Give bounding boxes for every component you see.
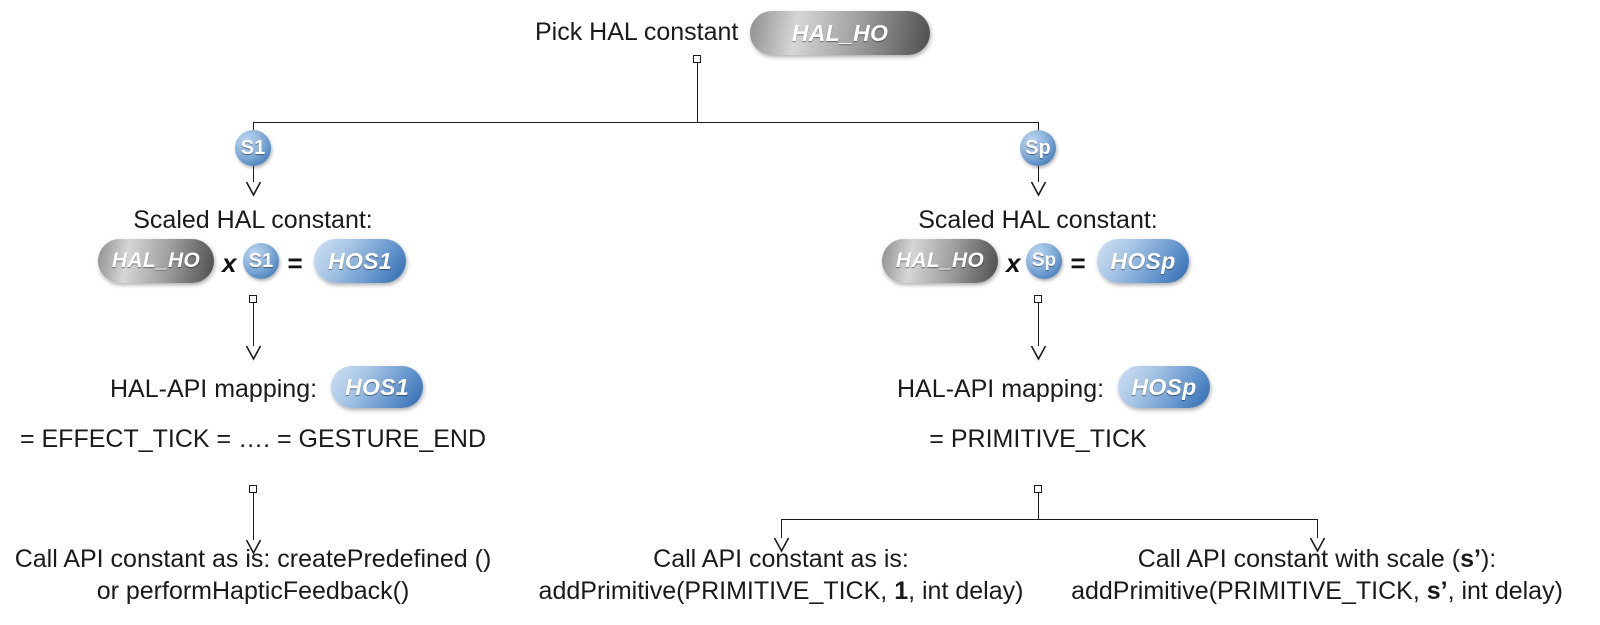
connector-right-leaf1-drop bbox=[781, 519, 782, 541]
right-leaf2-line2-bold: s’ bbox=[1426, 577, 1448, 605]
left-result-hos1[interactable]: HOS1 bbox=[314, 239, 406, 283]
right-scaled-caption: Scaled HAL constant: bbox=[918, 206, 1158, 234]
right-leaf2-line2: addPrimitive(PRIMITIVE_TICK, s’, int del… bbox=[1071, 575, 1563, 607]
right-leaf1-line1: Call API constant as is: bbox=[653, 545, 909, 573]
right-leaf2-line2-pre: addPrimitive(PRIMITIVE_TICK, bbox=[1071, 577, 1427, 605]
scale-badge-sp[interactable]: Sp bbox=[1020, 130, 1056, 166]
arrowhead-left-scaled-to-mapping bbox=[245, 345, 262, 361]
right-leaf2-line1-post: ): bbox=[1480, 545, 1497, 573]
arrowhead-sp-to-scaled bbox=[1030, 181, 1047, 197]
left-leaf-line2: or performHapticFeedback() bbox=[96, 577, 410, 605]
connector-source-marker-root bbox=[693, 55, 701, 63]
pick-hal-constant-label: Pick HAL constant bbox=[535, 18, 739, 46]
connector-s1-to-scaled bbox=[253, 166, 254, 185]
arrowhead-right-scaled-to-mapping bbox=[1030, 345, 1047, 361]
right-mapping-pill-hosp[interactable]: HOSp bbox=[1118, 366, 1210, 408]
left-leaf-line1: Call API constant as is: createPredefine… bbox=[14, 545, 492, 573]
right-leaf1-line2-bold: 1 bbox=[894, 577, 909, 605]
connector-source-marker-right-mapping bbox=[1034, 295, 1042, 303]
connector-right-leaf2-drop bbox=[1317, 519, 1318, 541]
right-mapping-expansion: = PRIMITIVE_TICK bbox=[929, 425, 1147, 453]
connector-left-mapping-to-leaf bbox=[253, 493, 254, 543]
right-result-hosp[interactable]: HOSp bbox=[1097, 239, 1189, 283]
right-leaf2-line1-bold: s’ bbox=[1460, 545, 1481, 573]
right-leaf2-line1: Call API constant with scale (s’): bbox=[1138, 543, 1497, 575]
connector-source-marker-left-mapping bbox=[249, 295, 257, 303]
connector-source-marker-left-leaf bbox=[249, 485, 257, 493]
arrowhead-s1-to-scaled bbox=[245, 181, 262, 197]
arrowhead-left-mapping-to-leaf bbox=[245, 539, 262, 555]
arrowhead-right-leaf2 bbox=[1309, 537, 1326, 553]
right-leaf1-line2-pre: addPrimitive(PRIMITIVE_TICK, bbox=[538, 577, 895, 605]
connector-source-marker-right-leaves bbox=[1034, 485, 1042, 493]
right-operand-sp[interactable]: Sp bbox=[1026, 243, 1062, 279]
left-operand-hal-ho[interactable]: HAL_HO bbox=[98, 239, 214, 283]
left-equals-operator: = bbox=[287, 248, 303, 278]
connector-right-scaled-to-mapping bbox=[1038, 303, 1039, 349]
left-scaled-caption: Scaled HAL constant: bbox=[133, 206, 373, 234]
left-mapping-pill-hos1[interactable]: HOS1 bbox=[331, 366, 423, 408]
scale-badge-s1[interactable]: S1 bbox=[235, 130, 271, 166]
right-leaf1-line2-post: , int delay) bbox=[908, 577, 1024, 605]
right-operand-hal-ho[interactable]: HAL_HO bbox=[882, 239, 998, 283]
connector-root-stem bbox=[697, 63, 698, 122]
left-multiply-operator: x bbox=[222, 248, 237, 278]
left-mapping-expansion: = EFFECT_TICK = …. = GESTURE_END bbox=[19, 425, 487, 453]
left-operand-s1[interactable]: S1 bbox=[243, 243, 279, 279]
connector-left-scaled-to-mapping bbox=[253, 303, 254, 349]
pill-hal-ho-root[interactable]: HAL_HO bbox=[750, 11, 930, 55]
connector-right-leaves-bus bbox=[781, 519, 1317, 520]
connector-right-leaves-stem bbox=[1038, 493, 1039, 519]
arrowhead-right-leaf1 bbox=[773, 537, 790, 553]
connector-root-drop-right bbox=[1038, 122, 1039, 137]
connector-root-bus bbox=[253, 122, 1038, 123]
left-mapping-caption: HAL-API mapping: bbox=[110, 375, 318, 403]
right-mapping-caption: HAL-API mapping: bbox=[897, 375, 1105, 403]
connector-sp-to-scaled bbox=[1038, 166, 1039, 185]
right-leaf2-line2-post: , int delay) bbox=[1447, 577, 1563, 605]
right-multiply-operator: x bbox=[1006, 248, 1021, 278]
right-leaf1-line2: addPrimitive(PRIMITIVE_TICK, 1, int dela… bbox=[539, 575, 1024, 607]
right-equals-operator: = bbox=[1070, 248, 1086, 278]
connector-root-drop-left bbox=[253, 122, 254, 137]
right-leaf2-line1-pre: Call API constant with scale ( bbox=[1137, 545, 1461, 573]
